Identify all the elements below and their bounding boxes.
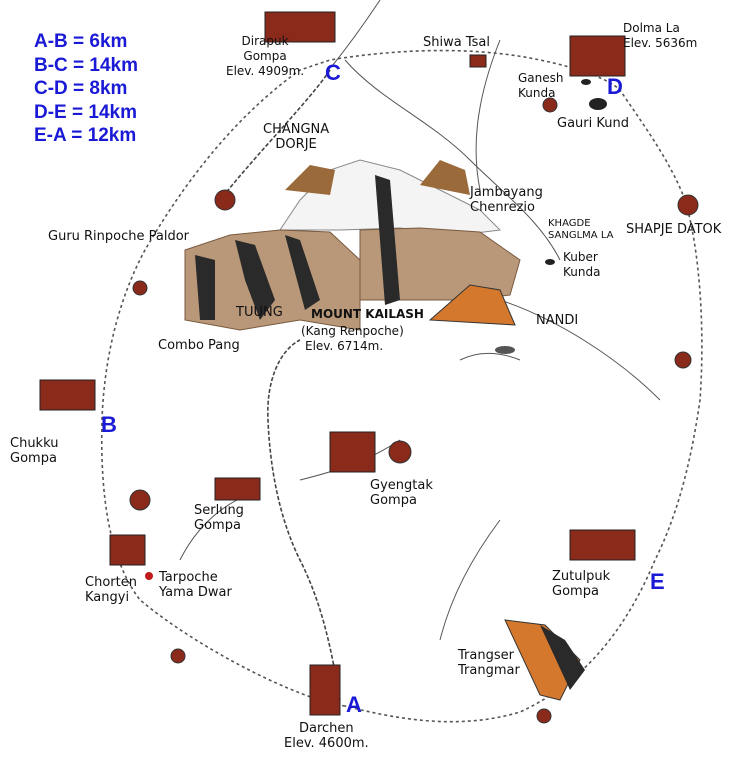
label-khagde-sanglma-la: KHAGDE SANGLMA LA xyxy=(548,218,614,241)
shrine-icon-1 xyxy=(214,189,236,211)
point-a: A xyxy=(346,692,362,717)
legend-bc: B-C = 14km xyxy=(34,54,139,76)
stream-6 xyxy=(439,519,501,641)
label-nandi: NANDI xyxy=(536,313,579,328)
label-gauri-kund: Gauri Kund xyxy=(557,116,629,131)
label-tuung: TUUNG xyxy=(236,305,283,320)
legend-ab: A-B = 6km xyxy=(34,31,128,52)
label-ganesh-kunda: Ganesh Kunda xyxy=(518,71,564,100)
label-dirapuk-gompa: Dirapuk Gompa Elev. 4909m. xyxy=(226,34,305,78)
shrine-icon-2 xyxy=(677,194,699,216)
kora-trail xyxy=(100,49,703,723)
label-shapje-datok: SHAPJE DATOK xyxy=(626,222,722,237)
shiwa-tsal-icon xyxy=(469,54,487,68)
chukku-gompa-icon xyxy=(39,379,96,411)
stream-1 xyxy=(344,59,561,261)
shrine-icon-5 xyxy=(388,440,412,464)
stream-8 xyxy=(459,352,521,361)
label-chukku-gompa: Chukku Gompa xyxy=(10,436,59,466)
shrine-icon-4 xyxy=(674,351,692,369)
point-e: E xyxy=(650,569,665,594)
darchen-icon xyxy=(309,664,341,716)
changna-peak xyxy=(285,165,335,195)
label-shiwa-tsal: Shiwa Tsal xyxy=(423,35,490,50)
label-jambayang: Jambayang Chenrezio xyxy=(470,185,543,215)
gauri-kund-lake xyxy=(589,98,607,110)
inner-road xyxy=(219,69,341,701)
label-kailash-elevation: Elev. 6714m. xyxy=(305,339,384,353)
kuber-kunda-lake xyxy=(545,259,555,265)
jambayang-peak xyxy=(420,160,470,195)
label-gyengtak-gompa: Gyengtak Gompa xyxy=(370,478,433,508)
label-chorten-kangyi: Chorten Kangyi xyxy=(85,575,137,605)
nandi-peak xyxy=(428,284,516,326)
shrine-icon-6 xyxy=(129,489,151,511)
shrine-icon-7 xyxy=(170,648,186,664)
shrine-icon-9 xyxy=(542,97,558,113)
legend-ea: E-A = 12km xyxy=(34,125,137,146)
kailash-rock-right xyxy=(359,227,521,301)
stream-3 xyxy=(331,0,381,67)
shrine-icon-8 xyxy=(536,708,552,724)
kailash-ridge-1 xyxy=(235,240,275,320)
label-kang-renpoche: (Kang Renpoche) xyxy=(301,324,404,338)
tarpoche-marker xyxy=(145,572,153,580)
dirapuk-gompa-icon xyxy=(264,11,336,43)
chorten-kangyi-icon xyxy=(109,534,146,566)
kailash-ridge-2 xyxy=(285,235,320,310)
pond xyxy=(495,346,515,354)
label-trangser-trangmar: Trangser Trangmar xyxy=(458,648,520,678)
legend-de: D-E = 14km xyxy=(34,101,137,123)
label-guru-rinpoche-paldor: Guru Rinpoche Paldor xyxy=(48,229,190,244)
point-b: B xyxy=(101,412,117,437)
label-changna-dorje: CHANGNA DORJE xyxy=(263,122,330,152)
zutulpuk-gompa-icon xyxy=(569,529,636,561)
ganesh-kunda-lake xyxy=(581,79,591,85)
stream-5 xyxy=(499,299,661,401)
kailash-ridge-4 xyxy=(195,255,215,320)
label-zutulpuk-gompa: Zutulpuk Gompa xyxy=(552,569,611,599)
stream-2 xyxy=(475,39,501,191)
point-d: D xyxy=(607,74,623,99)
serlung-gompa-icon xyxy=(214,477,261,501)
shrine-icon-3 xyxy=(132,280,148,296)
trangser-peak-dark xyxy=(540,625,585,690)
gyengtak-gompa-icon xyxy=(329,431,376,473)
label-dolma-la: Dolma La Elev. 5636m xyxy=(623,21,698,50)
label-serlung-gompa: Serlung Gompa xyxy=(194,503,244,533)
label-kuber-kunda: Kuber Kunda xyxy=(563,250,601,279)
point-c: C xyxy=(325,60,341,85)
legend-cd: C-D = 8km xyxy=(34,78,128,99)
kailash-ridge-3 xyxy=(375,175,400,305)
label-tarpoche-yama-dwar: Tarpoche Yama Dwar xyxy=(159,570,232,600)
dolma-la-flags-icon xyxy=(569,35,626,77)
label-darchen: Darchen Elev. 4600m. xyxy=(284,721,369,751)
label-mount-kailash: MOUNT KAILASH xyxy=(311,307,424,321)
distance-legend: A-B = 6km B-C = 14km C-D = 8km D-E = 14k… xyxy=(34,30,138,148)
label-combo-pang: Combo Pang xyxy=(158,338,240,353)
